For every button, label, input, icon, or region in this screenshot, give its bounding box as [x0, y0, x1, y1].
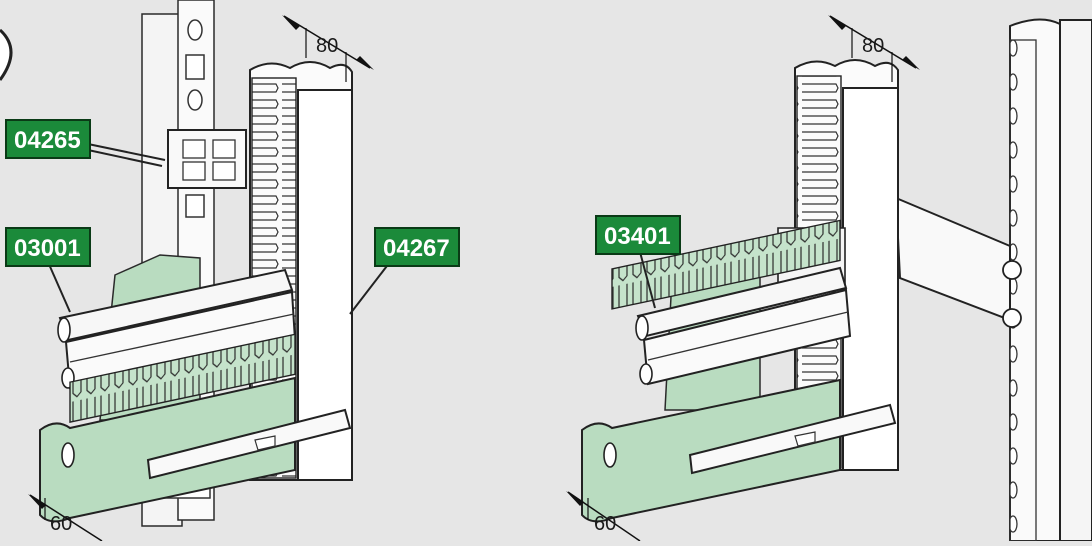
cover-strip-right [688, 403, 897, 475]
rack-upright [1009, 18, 1092, 542]
part-number-04265: 04265 [14, 127, 81, 154]
part-tag-03401: 03401 [595, 215, 681, 255]
part-number-03001: 03001 [14, 235, 81, 262]
cover-strip [146, 408, 352, 480]
din-rail-03401 [635, 266, 852, 386]
support-bracket [894, 196, 1022, 328]
horizontal-duct [39, 333, 296, 523]
dimension-60-left: 60 [50, 513, 72, 535]
leader-line-03401 [639, 251, 656, 309]
callout-circle-fragment [0, 28, 13, 81]
part-tag-03001: 03001 [5, 227, 91, 267]
part-tag-04265: 04265 [5, 119, 91, 159]
part-tag-04267: 04267 [374, 227, 460, 267]
dimension-60-right: 60 [594, 513, 616, 535]
clip-04265 [167, 129, 247, 189]
right-assembly: 80 60 [566, 15, 1092, 542]
dimension-80-left: 80 [316, 35, 338, 57]
leader-lines-left [47, 143, 391, 315]
din-rail-03001 [57, 268, 297, 390]
part-number-03401: 03401 [604, 223, 671, 250]
dim-arrows-left [28, 15, 374, 542]
dim-arrows-right [566, 15, 920, 542]
left-assembly: 80 60 [0, 0, 391, 542]
dimension-80-right: 80 [862, 35, 884, 57]
part-number-04267: 04267 [383, 235, 450, 262]
